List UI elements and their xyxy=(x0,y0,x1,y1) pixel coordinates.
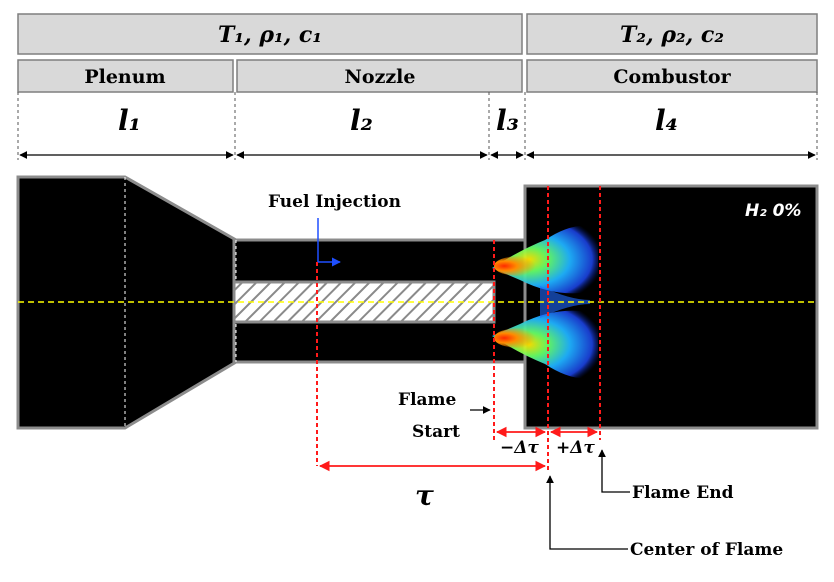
section-dividers xyxy=(17,92,818,160)
minus-dtau-label: −Δτ xyxy=(500,438,539,458)
flame-start-label-line2: Start xyxy=(412,422,460,442)
center-of-flame-pointer xyxy=(546,475,628,550)
upstream-properties-label: T₁, ρ₁, c₁ xyxy=(218,22,322,48)
flame-center-glow xyxy=(540,286,590,318)
red-markers xyxy=(316,186,601,470)
plenum-label: Plenum xyxy=(84,66,165,88)
plenum-header: Plenum xyxy=(17,59,234,93)
flame-start-label-line1: Flame xyxy=(398,390,457,410)
downstream-properties-label: T₂, ρ₂, c₂ xyxy=(620,22,724,48)
length-l1-label: l₁ xyxy=(118,104,141,137)
tau-label: τ xyxy=(415,479,434,512)
combustor-header: Combustor xyxy=(526,59,818,93)
length-l3-label: l₃ xyxy=(496,104,519,137)
downstream-properties-header: T₂, ρ₂, c₂ xyxy=(526,13,818,55)
flame-end-label: Flame End xyxy=(632,483,734,503)
center-of-flame-label: Center of Flame xyxy=(630,540,783,560)
flame-image xyxy=(492,225,598,379)
flame-lower-lobe xyxy=(492,310,598,379)
combustor-body xyxy=(523,184,819,430)
flame-end-pointer xyxy=(598,449,630,493)
plenum-box xyxy=(17,59,234,93)
nozzle-header: Nozzle xyxy=(236,59,523,93)
flame-upper-lobe xyxy=(492,225,598,294)
combustor-box xyxy=(526,59,818,93)
fuel-injection-arrow xyxy=(317,218,341,267)
nozzle-label: Nozzle xyxy=(345,66,416,88)
fuel-injection-label: Fuel Injection xyxy=(268,192,401,212)
combustor-label: Combustor xyxy=(613,66,731,88)
nozzle-box xyxy=(236,59,523,93)
upstream-properties-header: T₁, ρ₁, c₁ xyxy=(17,13,523,55)
plus-dtau-label: +Δτ xyxy=(556,438,595,458)
flame-lower-core xyxy=(494,328,546,348)
flame-upper-core xyxy=(494,256,546,276)
downstream-properties-box xyxy=(526,13,818,55)
upstream-properties-box xyxy=(17,13,523,55)
length-l2-label: l₂ xyxy=(350,104,373,137)
length-l4-label: l₄ xyxy=(655,104,678,137)
h2-label: H₂ 0% xyxy=(745,201,801,221)
